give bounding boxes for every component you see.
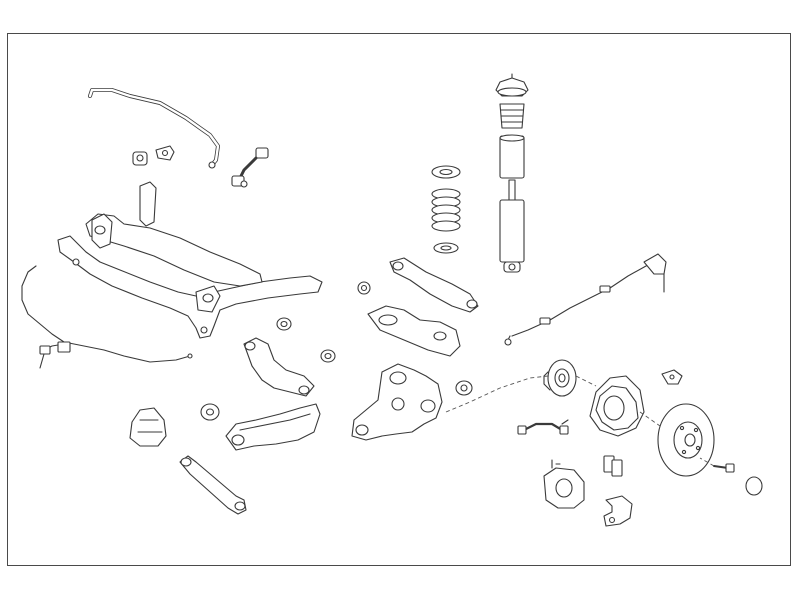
brake-backing-plate[interactable] xyxy=(589,375,645,437)
rubber-bushings[interactable] xyxy=(200,281,473,421)
toe-link[interactable] xyxy=(179,455,247,515)
lower-arm-upper[interactable] xyxy=(225,403,321,451)
spring-seat-top[interactable] xyxy=(431,165,461,179)
upper-control-arm[interactable] xyxy=(389,257,479,313)
trailing-arm[interactable] xyxy=(243,337,315,397)
brake-caliper[interactable] xyxy=(543,459,585,509)
rear-subframe[interactable] xyxy=(57,181,323,339)
hub-cap[interactable] xyxy=(745,476,763,496)
shock-absorber[interactable] xyxy=(499,179,525,273)
diagram-frame xyxy=(7,33,791,566)
brake-pads[interactable] xyxy=(603,455,623,477)
wheel-carrier[interactable] xyxy=(351,363,443,441)
coil-spring[interactable] xyxy=(431,188,461,232)
brake-disc[interactable] xyxy=(657,403,715,477)
parking-brake-cable[interactable] xyxy=(504,253,667,346)
dust-boot[interactable] xyxy=(499,134,525,179)
caliper-bracket[interactable] xyxy=(603,495,633,527)
brake-hose[interactable] xyxy=(517,419,569,435)
wheel-hub[interactable] xyxy=(543,359,577,397)
stabilizer-bar[interactable] xyxy=(88,88,220,169)
mounting-bracket[interactable] xyxy=(129,407,167,447)
abs-sensor-cable[interactable] xyxy=(21,265,193,369)
spring-seat-bottom[interactable] xyxy=(433,242,459,254)
shock-top-mount[interactable] xyxy=(495,73,529,97)
assembly-guide-lines xyxy=(445,375,715,467)
small-fasteners[interactable] xyxy=(661,369,683,385)
bump-stop[interactable] xyxy=(499,103,525,129)
wheel-bolt[interactable] xyxy=(713,463,735,473)
stabilizer-bushings[interactable] xyxy=(132,145,175,166)
stabilizer-link[interactable] xyxy=(231,147,269,188)
lower-spring-arm[interactable] xyxy=(367,305,461,357)
